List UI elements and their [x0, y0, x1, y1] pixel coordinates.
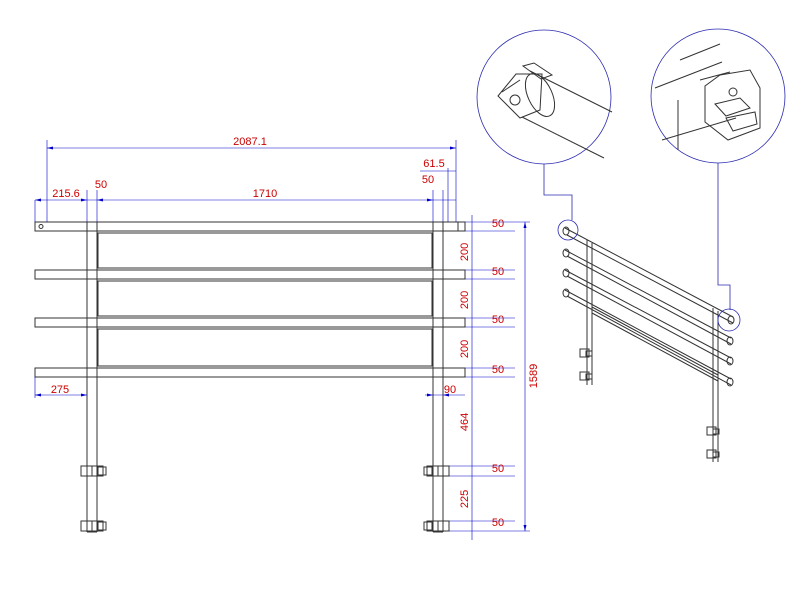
top-rail-pin-hole: [38, 224, 44, 229]
iso-clamp-4: [706, 449, 720, 459]
dim-right-offset: 61.5: [423, 158, 444, 170]
dim-left-overhang: 215.6: [52, 188, 80, 200]
dim-rail-gap-1: 200: [459, 243, 471, 261]
panel-2: [97, 280, 433, 317]
iso-clamp-2: [579, 371, 593, 381]
dim-rail-gap-2: 200: [459, 291, 471, 309]
rail-2: [34, 269, 466, 280]
front-elevation: [34, 221, 466, 533]
dim-right-gap: 90: [444, 384, 456, 396]
dim-rail-gap-3: 200: [459, 340, 471, 358]
dim-overall-height: 1589: [528, 364, 540, 388]
top-rail: [34, 221, 466, 232]
vertical-dimensions: 50 200 50 200 50 200 50 464 50 225 50 15…: [449, 215, 540, 540]
clamp-left-lower: [80, 520, 107, 532]
iso-clamp-3: [706, 426, 720, 436]
dim-overall-width: 2087.1: [233, 136, 267, 148]
dim-post-width-right: 50: [422, 174, 434, 186]
detail-right-slot-end: [650, 28, 786, 310]
rail-3: [34, 317, 466, 328]
clamp-left-upper: [80, 465, 107, 477]
dim-rail-thickness-3: 50: [492, 314, 504, 326]
dim-rail-thickness-4: 50: [492, 364, 504, 376]
detail-left-pin-end: [476, 29, 613, 220]
dim-rail-thickness-2: 50: [492, 266, 504, 278]
rail-4: [34, 367, 466, 378]
dim-rail-thickness-1: 50: [492, 218, 504, 230]
dim-span: 1710: [253, 188, 277, 200]
panel-1: [97, 232, 433, 269]
isometric-view: [557, 219, 741, 462]
clamp-right-lower: [423, 520, 450, 532]
panel-3: [97, 328, 433, 367]
horizontal-dimensions: 2087.1 61.5 215.6 50 1710 50 275 90: [34, 136, 465, 398]
dim-post-width-left: 50: [95, 179, 107, 191]
dim-clamp-height-1: 50: [492, 463, 504, 475]
iso-clamp-1: [579, 348, 593, 358]
dim-clamp-height-2: 50: [492, 517, 504, 529]
dim-leg-length: 464: [459, 413, 471, 431]
dim-left-stub: 275: [51, 384, 69, 396]
clamp-right-upper: [423, 465, 450, 477]
dim-clamp-spacing: 225: [459, 490, 471, 508]
